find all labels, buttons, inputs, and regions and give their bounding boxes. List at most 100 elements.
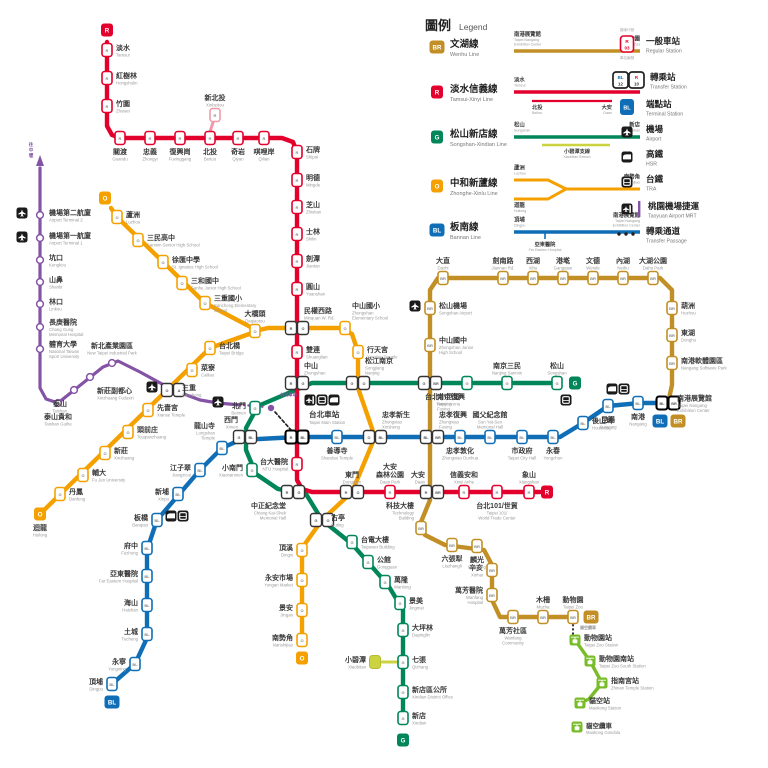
label-text: Beitou [532, 111, 542, 115]
label-text: Exhibition Center [613, 223, 641, 227]
label-text: Xinzhuang Fuduxin [97, 396, 134, 401]
station-marker [246, 462, 258, 478]
label-text: 竹圍 [115, 99, 130, 108]
label-text: G [555, 381, 558, 386]
label-text: G [423, 382, 426, 386]
station-marker [374, 429, 388, 445]
label-text: 龍山寺 [194, 421, 215, 430]
label-text: O [357, 491, 360, 495]
label-text: BR [427, 306, 433, 311]
station-marker [291, 199, 303, 215]
label-text: 體育大學 [49, 339, 77, 348]
label-text: G [401, 628, 404, 633]
label-text: Danfeng [69, 496, 86, 501]
label-text: Yongning [108, 666, 126, 671]
label-text: BR [489, 568, 495, 573]
label-text: BL [108, 699, 116, 706]
line-path-airport-mrt [38, 166, 242, 407]
label-text: G [401, 716, 404, 721]
terminal-badge-r-107: R [101, 23, 113, 37]
station-marker [35, 233, 45, 243]
label-text: Far Eastern Hospital [99, 578, 138, 583]
station-marker [141, 597, 153, 613]
label-text: Xinyi Anhe [454, 479, 475, 484]
label-text: 大坪林 [412, 623, 434, 632]
label-text: 信義安和 [450, 470, 478, 479]
label-text: 六張犁 [442, 554, 463, 563]
station-marker [291, 172, 303, 188]
label-text: Banqiao [132, 522, 148, 527]
label-text: Jiannan Rd. [492, 265, 515, 270]
label-text: 市政府 [512, 446, 533, 455]
label-text: BL [109, 682, 115, 687]
label-text: BL [550, 435, 556, 440]
line-path-maokong-gondola [573, 638, 604, 705]
label-text: Kengkou [49, 262, 67, 267]
label-text: R [463, 490, 466, 495]
label-text: R [106, 104, 109, 109]
map-note: 貓空纜車 [580, 624, 596, 630]
label-text: BR [587, 614, 596, 621]
label-text: O [302, 327, 305, 331]
line-path-tamsui-xinyi [104, 39, 543, 495]
label-text: BL [144, 603, 150, 608]
label-text: Jingan [280, 612, 293, 617]
label-text: Gongguan [377, 564, 398, 569]
label-text: Taipei City Hall [508, 456, 536, 461]
label-text: 古亭 [331, 513, 345, 522]
label-text: Xiaobitan [348, 664, 367, 669]
station-marker [670, 414, 686, 428]
label-text: O [253, 329, 256, 334]
label-text: R [296, 205, 299, 210]
label-text: G [401, 690, 404, 695]
label-text: 動物園 [563, 595, 584, 604]
label-text: Wanlong [394, 584, 411, 589]
station-marker [666, 300, 678, 316]
label-text: 芝山 [306, 200, 320, 209]
label-text: BL [248, 436, 254, 440]
label-text: Xindian [412, 720, 427, 725]
airport-icon [409, 300, 421, 312]
station-marker [619, 35, 635, 53]
station-marker [397, 684, 409, 700]
station-marker [491, 484, 503, 500]
label-text: 菜寮 [200, 363, 216, 372]
label-text: 大湖公園 [639, 256, 667, 265]
label-text: BR [570, 615, 576, 620]
label-text: R [179, 136, 182, 141]
label-text: Taipei Nangang [514, 38, 539, 42]
label-text: 圓山 [306, 282, 320, 291]
label-text: Guting [331, 522, 344, 527]
label-text: Qilian [259, 157, 271, 162]
station-marker [612, 71, 629, 89]
label-text: 中山國中 [439, 335, 467, 344]
label-text: 轉乘站 [650, 72, 676, 82]
label-text: BR [500, 276, 506, 281]
label-text: BR [530, 276, 536, 281]
label-text: O [300, 578, 303, 583]
label-text: R [528, 490, 531, 495]
map-note: 台北車站 [280, 391, 298, 398]
label-text: 中和新蘆線 [450, 177, 498, 189]
label-text: 萬芳醫院 [455, 585, 483, 594]
station-marker [397, 654, 409, 670]
label-text: 貓空纜車 [580, 624, 596, 630]
label-text: BR [620, 276, 626, 281]
label-text: 南京三民 [493, 361, 521, 370]
label-text: 迴龍 [513, 201, 525, 209]
